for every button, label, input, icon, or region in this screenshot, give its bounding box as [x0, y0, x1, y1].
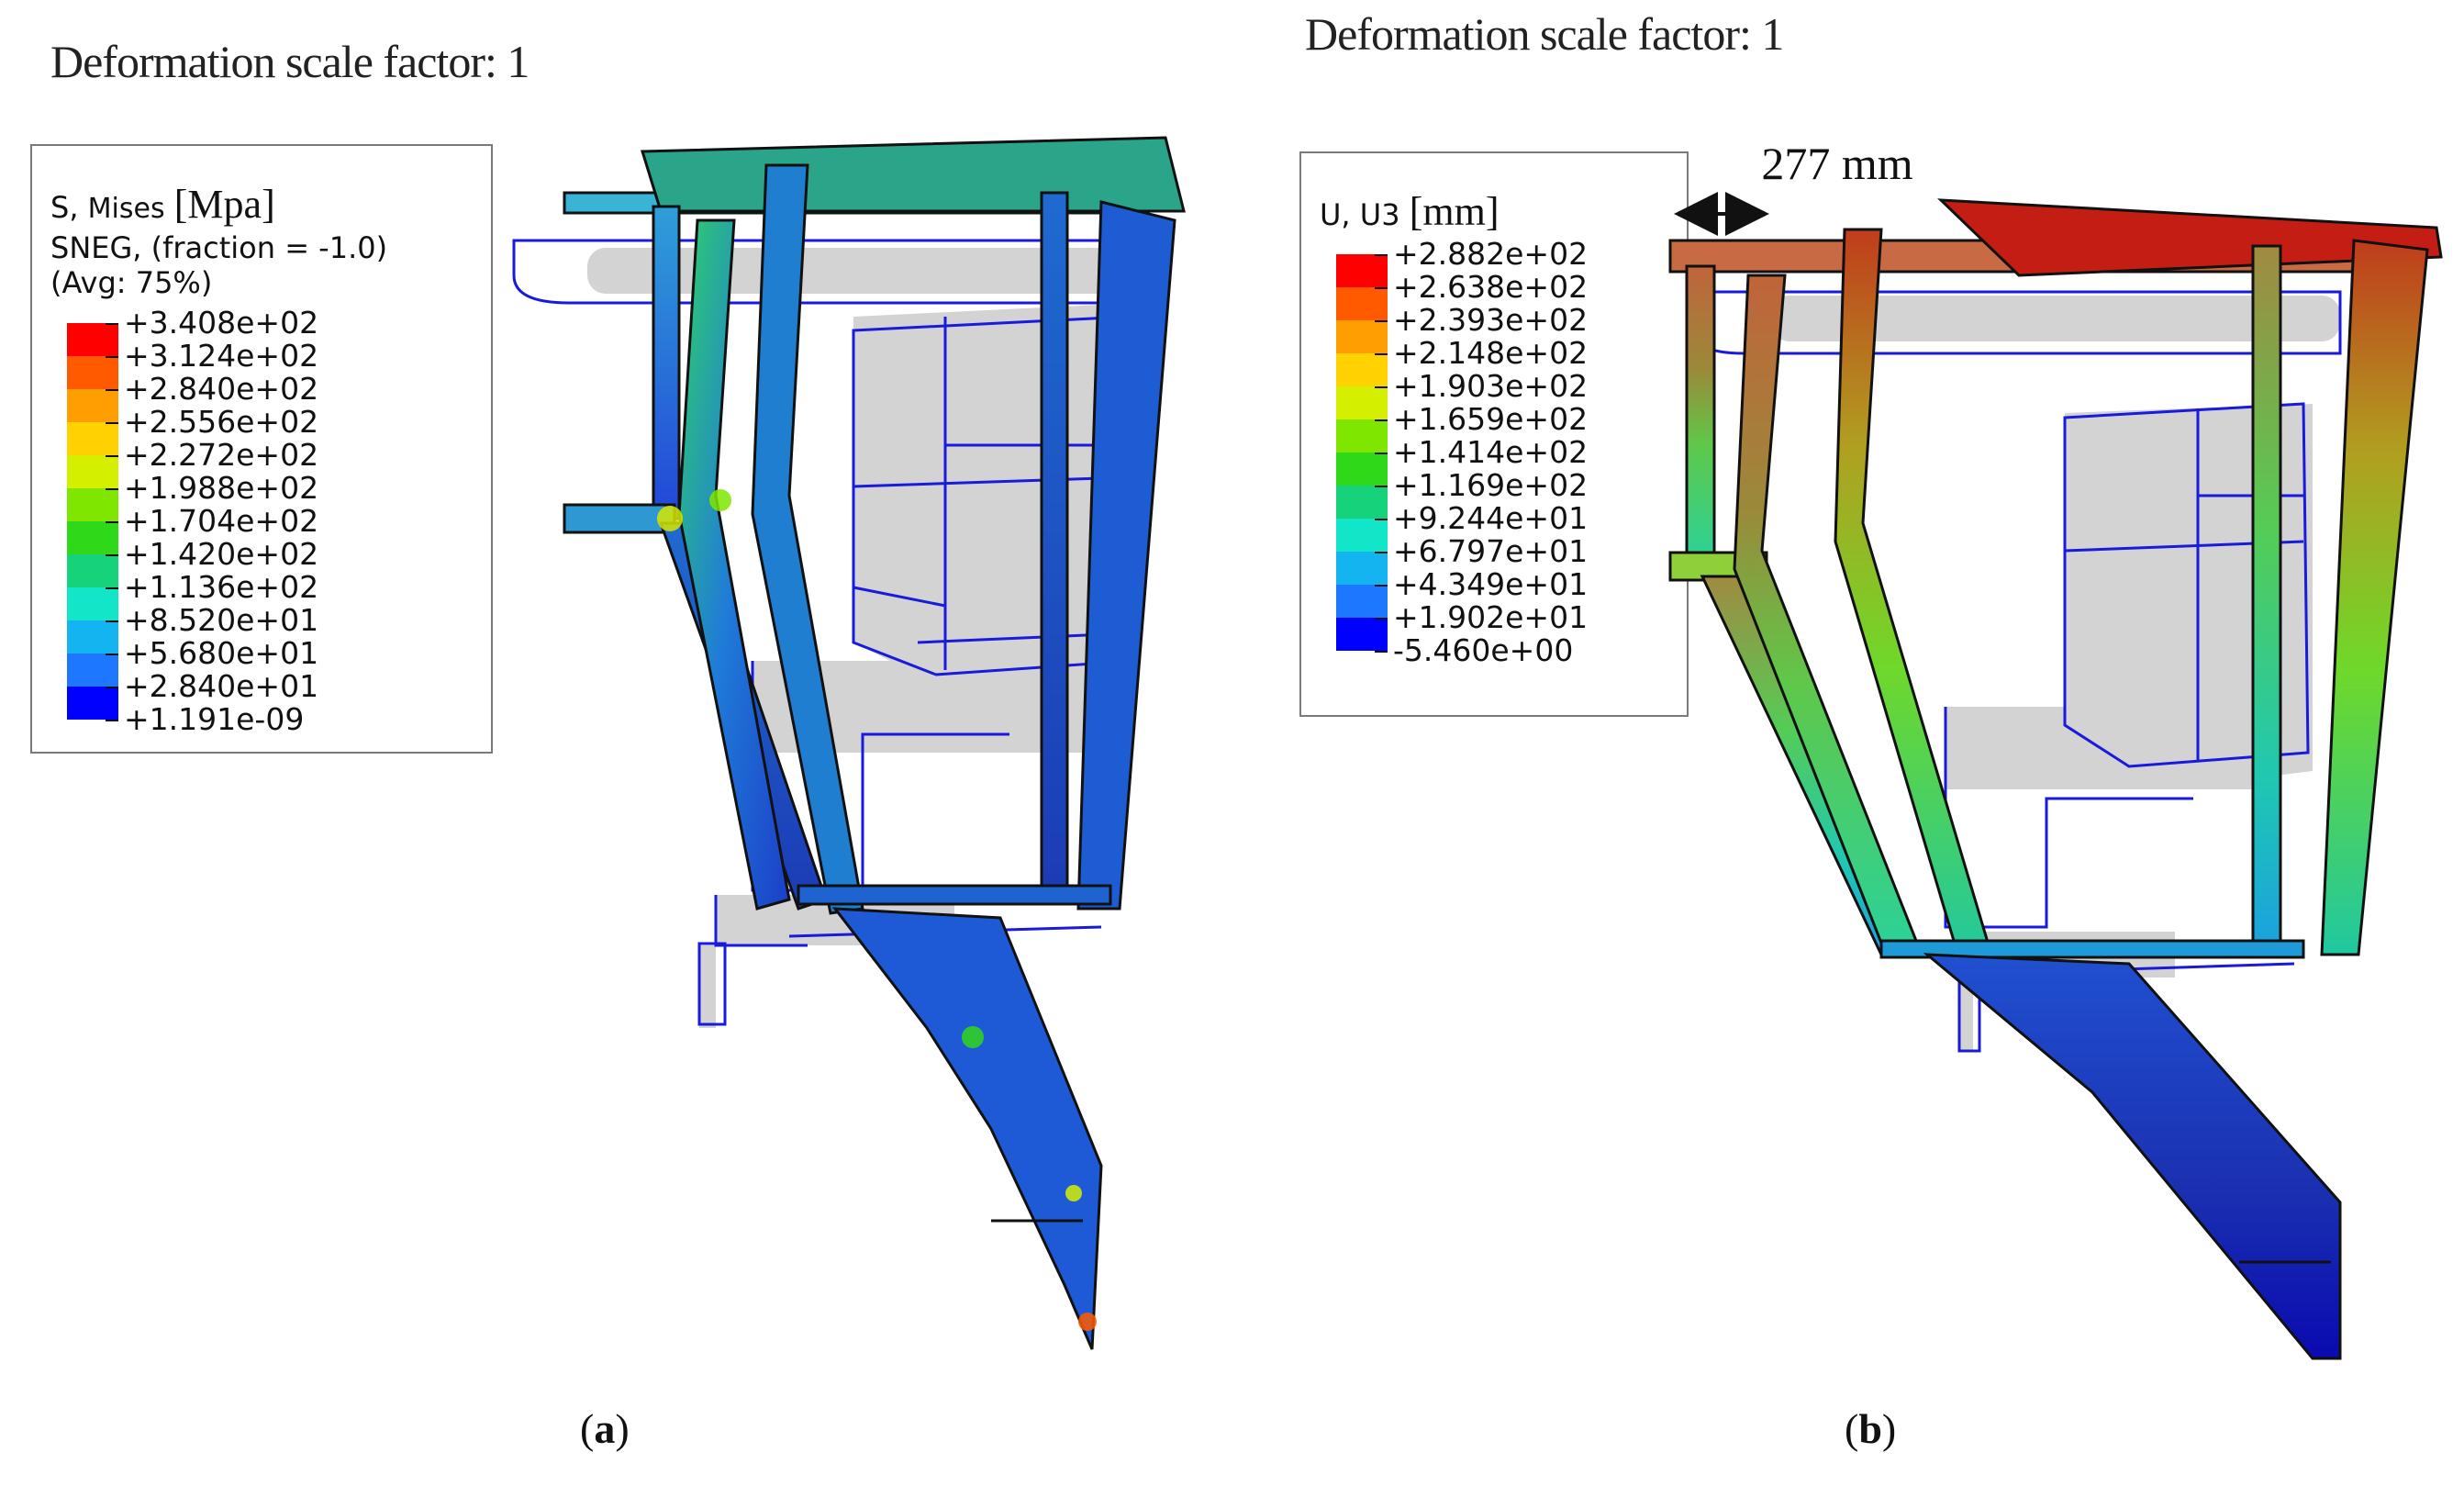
- legend-a-line2: SNEG, (fraction = -1.0): [50, 230, 388, 265]
- panel-a-model: [512, 136, 1186, 1350]
- panel-a-legend-tick-mark: [106, 521, 118, 523]
- panel-b-legend-tick-mark: [1375, 419, 1388, 421]
- panel-a-legend: S, Mises [Mpa] SNEG, (fraction = -1.0) (…: [30, 144, 493, 754]
- panel-b-legend-tick-mark: [1375, 353, 1388, 355]
- panel-a-legend-tick-label: +2.840e+01: [124, 668, 319, 704]
- panel-a-title: Deformation scale factor: 1: [50, 36, 530, 87]
- panel-a-legend-tick-mark: [106, 687, 118, 688]
- legend-a-colorbar: [67, 323, 118, 720]
- panel-a-legend-swatch: [67, 521, 118, 554]
- panel-a-legend-swatch: [67, 323, 118, 356]
- panel-b-legend-swatch: [1336, 618, 1388, 651]
- panel-a-legend-tick-label: +1.704e+02: [124, 503, 319, 539]
- panel-a-legend-swatch: [67, 455, 118, 488]
- panel-b-legend-tick-label: +2.882e+02: [1393, 236, 1589, 272]
- panel-a-legend-tick-mark: [106, 356, 118, 358]
- panel-b-legend-tick-mark: [1375, 552, 1388, 553]
- panel-a-legend-tick-label: +3.124e+02: [124, 338, 319, 374]
- panel-b-legend-tick-label: +9.244e+01: [1393, 500, 1589, 536]
- panel-b-legend-tick-label: +1.902e+01: [1393, 599, 1589, 635]
- panel-a-legend-tick-label: +1.191e-09: [124, 701, 305, 737]
- panel-b-legend-tick-mark: [1375, 254, 1388, 256]
- panel-b-legend-swatch: [1336, 519, 1388, 552]
- legend-a-unit: [Mpa]: [173, 182, 275, 227]
- panel-b-legend-swatch: [1336, 254, 1388, 287]
- panel-b-title: Deformation scale factor: 1: [1305, 8, 1784, 60]
- panel-b-displacement: Deformation scale factor: 1 U, U3 [mm] +…: [1285, 0, 2464, 1486]
- panel-a-legend-tick-label: +3.408e+02: [124, 305, 319, 341]
- panel-a-legend-swatch: [67, 620, 118, 654]
- panel-a-legend-tick-mark: [106, 488, 118, 490]
- panel-a-legend-tick-label: +2.556e+02: [124, 404, 319, 440]
- panel-a-legend-tick-label: +1.988e+02: [124, 470, 319, 506]
- panel-b-legend-tick-mark: [1375, 486, 1388, 487]
- legend-b-unit: [mm]: [1409, 189, 1500, 234]
- panel-b-legend-tick-label: +2.638e+02: [1393, 269, 1589, 305]
- panel-a-legend-tick-mark: [106, 654, 118, 655]
- panel-b-legend-tick-label: -5.460e+00: [1393, 632, 1574, 668]
- panel-a-legend-tick-label: +2.272e+02: [124, 437, 319, 473]
- panel-b-legend-tick-mark: [1375, 519, 1388, 520]
- panel-a-legend-tick-mark: [106, 323, 118, 325]
- panel-b-legend-swatch: [1336, 552, 1388, 585]
- panel-a-legend-swatch: [67, 488, 118, 521]
- panel-a-legend-swatch: [67, 356, 118, 389]
- legend-b-colorbar: [1336, 254, 1388, 651]
- panel-b-legend-tick-mark: [1375, 320, 1388, 322]
- panel-b-legend-tick-mark: [1375, 287, 1388, 289]
- legend-a-var-sub: Mises: [87, 193, 165, 225]
- panel-b-legend-tick-label: +1.169e+02: [1393, 467, 1589, 503]
- panel-b-legend-swatch: [1336, 320, 1388, 353]
- panel-b-legend-swatch: [1336, 486, 1388, 519]
- panel-b-legend-swatch: [1336, 419, 1388, 453]
- panel-a-legend-swatch: [67, 587, 118, 620]
- panel-b-legend-tick-label: +1.659e+02: [1393, 401, 1589, 437]
- panel-a-legend-tick-mark: [106, 720, 118, 721]
- panel-a-legend-tick-mark: [106, 554, 118, 556]
- legend-b-var: U, U3: [1320, 197, 1400, 232]
- legend-a-var: S,: [50, 190, 88, 225]
- legend-a-header: S, Mises [Mpa]: [50, 181, 275, 228]
- panel-b-legend-tick-mark: [1375, 585, 1388, 587]
- panel-a-legend-tick-label: +2.840e+02: [124, 371, 319, 407]
- panel-a-legend-tick-mark: [106, 620, 118, 622]
- panel-b-legend-tick-label: +2.393e+02: [1393, 302, 1589, 338]
- panel-b-legend-swatch: [1336, 287, 1388, 320]
- panel-b-legend-swatch: [1336, 386, 1388, 419]
- panel-a-legend-tick-mark: [106, 587, 118, 589]
- panel-b-legend-tick-mark: [1375, 386, 1388, 388]
- panel-a-legend-swatch: [67, 422, 118, 455]
- panel-b-legend-tick-label: +1.903e+02: [1393, 368, 1589, 404]
- panel-a-legend-swatch: [67, 554, 118, 587]
- legend-a-line3: (Avg: 75%): [50, 265, 213, 300]
- panel-b-legend-tick-mark: [1375, 453, 1388, 454]
- panel-a-legend-tick-label: +5.680e+01: [124, 635, 319, 671]
- panel-a-legend-tick-mark: [106, 422, 118, 424]
- panel-b-model: 277 mm: [1668, 138, 2443, 1360]
- panel-a-caption: (a): [580, 1405, 630, 1452]
- legend-b-header: U, U3 [mm]: [1320, 188, 1499, 235]
- panel-b-legend-swatch: [1336, 585, 1388, 618]
- panel-b-legend-swatch: [1336, 353, 1388, 386]
- panel-a-stress: Deformation scale factor: 1 S, Mises [Mp…: [0, 0, 1230, 1486]
- panel-a-legend-tick-label: +1.136e+02: [124, 569, 319, 605]
- panel-a-legend-tick-mark: [106, 455, 118, 457]
- panel-a-legend-swatch: [67, 687, 118, 720]
- panel-b-legend-swatch: [1336, 453, 1388, 486]
- panel-b-legend-tick-label: +2.148e+02: [1393, 335, 1589, 371]
- panel-a-legend-tick-label: +8.520e+01: [124, 602, 319, 638]
- dimension-label: 277 mm: [1761, 138, 1912, 189]
- panel-b-legend-tick-mark: [1375, 618, 1388, 620]
- panel-b-legend-tick-mark: [1375, 651, 1388, 653]
- panel-a-legend-tick-mark: [106, 389, 118, 391]
- panel-b-caption: (b): [1845, 1405, 1897, 1452]
- panel-a-legend-swatch: [67, 654, 118, 687]
- panel-a-legend-swatch: [67, 389, 118, 422]
- panel-b-legend-tick-label: +4.349e+01: [1393, 566, 1589, 602]
- panel-b-legend-tick-label: +6.797e+01: [1393, 533, 1589, 569]
- panel-b-legend: U, U3 [mm] +2.882e+02+2.638e+02+2.393e+0…: [1299, 151, 1689, 717]
- panel-b-legend-tick-label: +1.414e+02: [1393, 434, 1589, 470]
- panel-a-legend-tick-label: +1.420e+02: [124, 536, 319, 572]
